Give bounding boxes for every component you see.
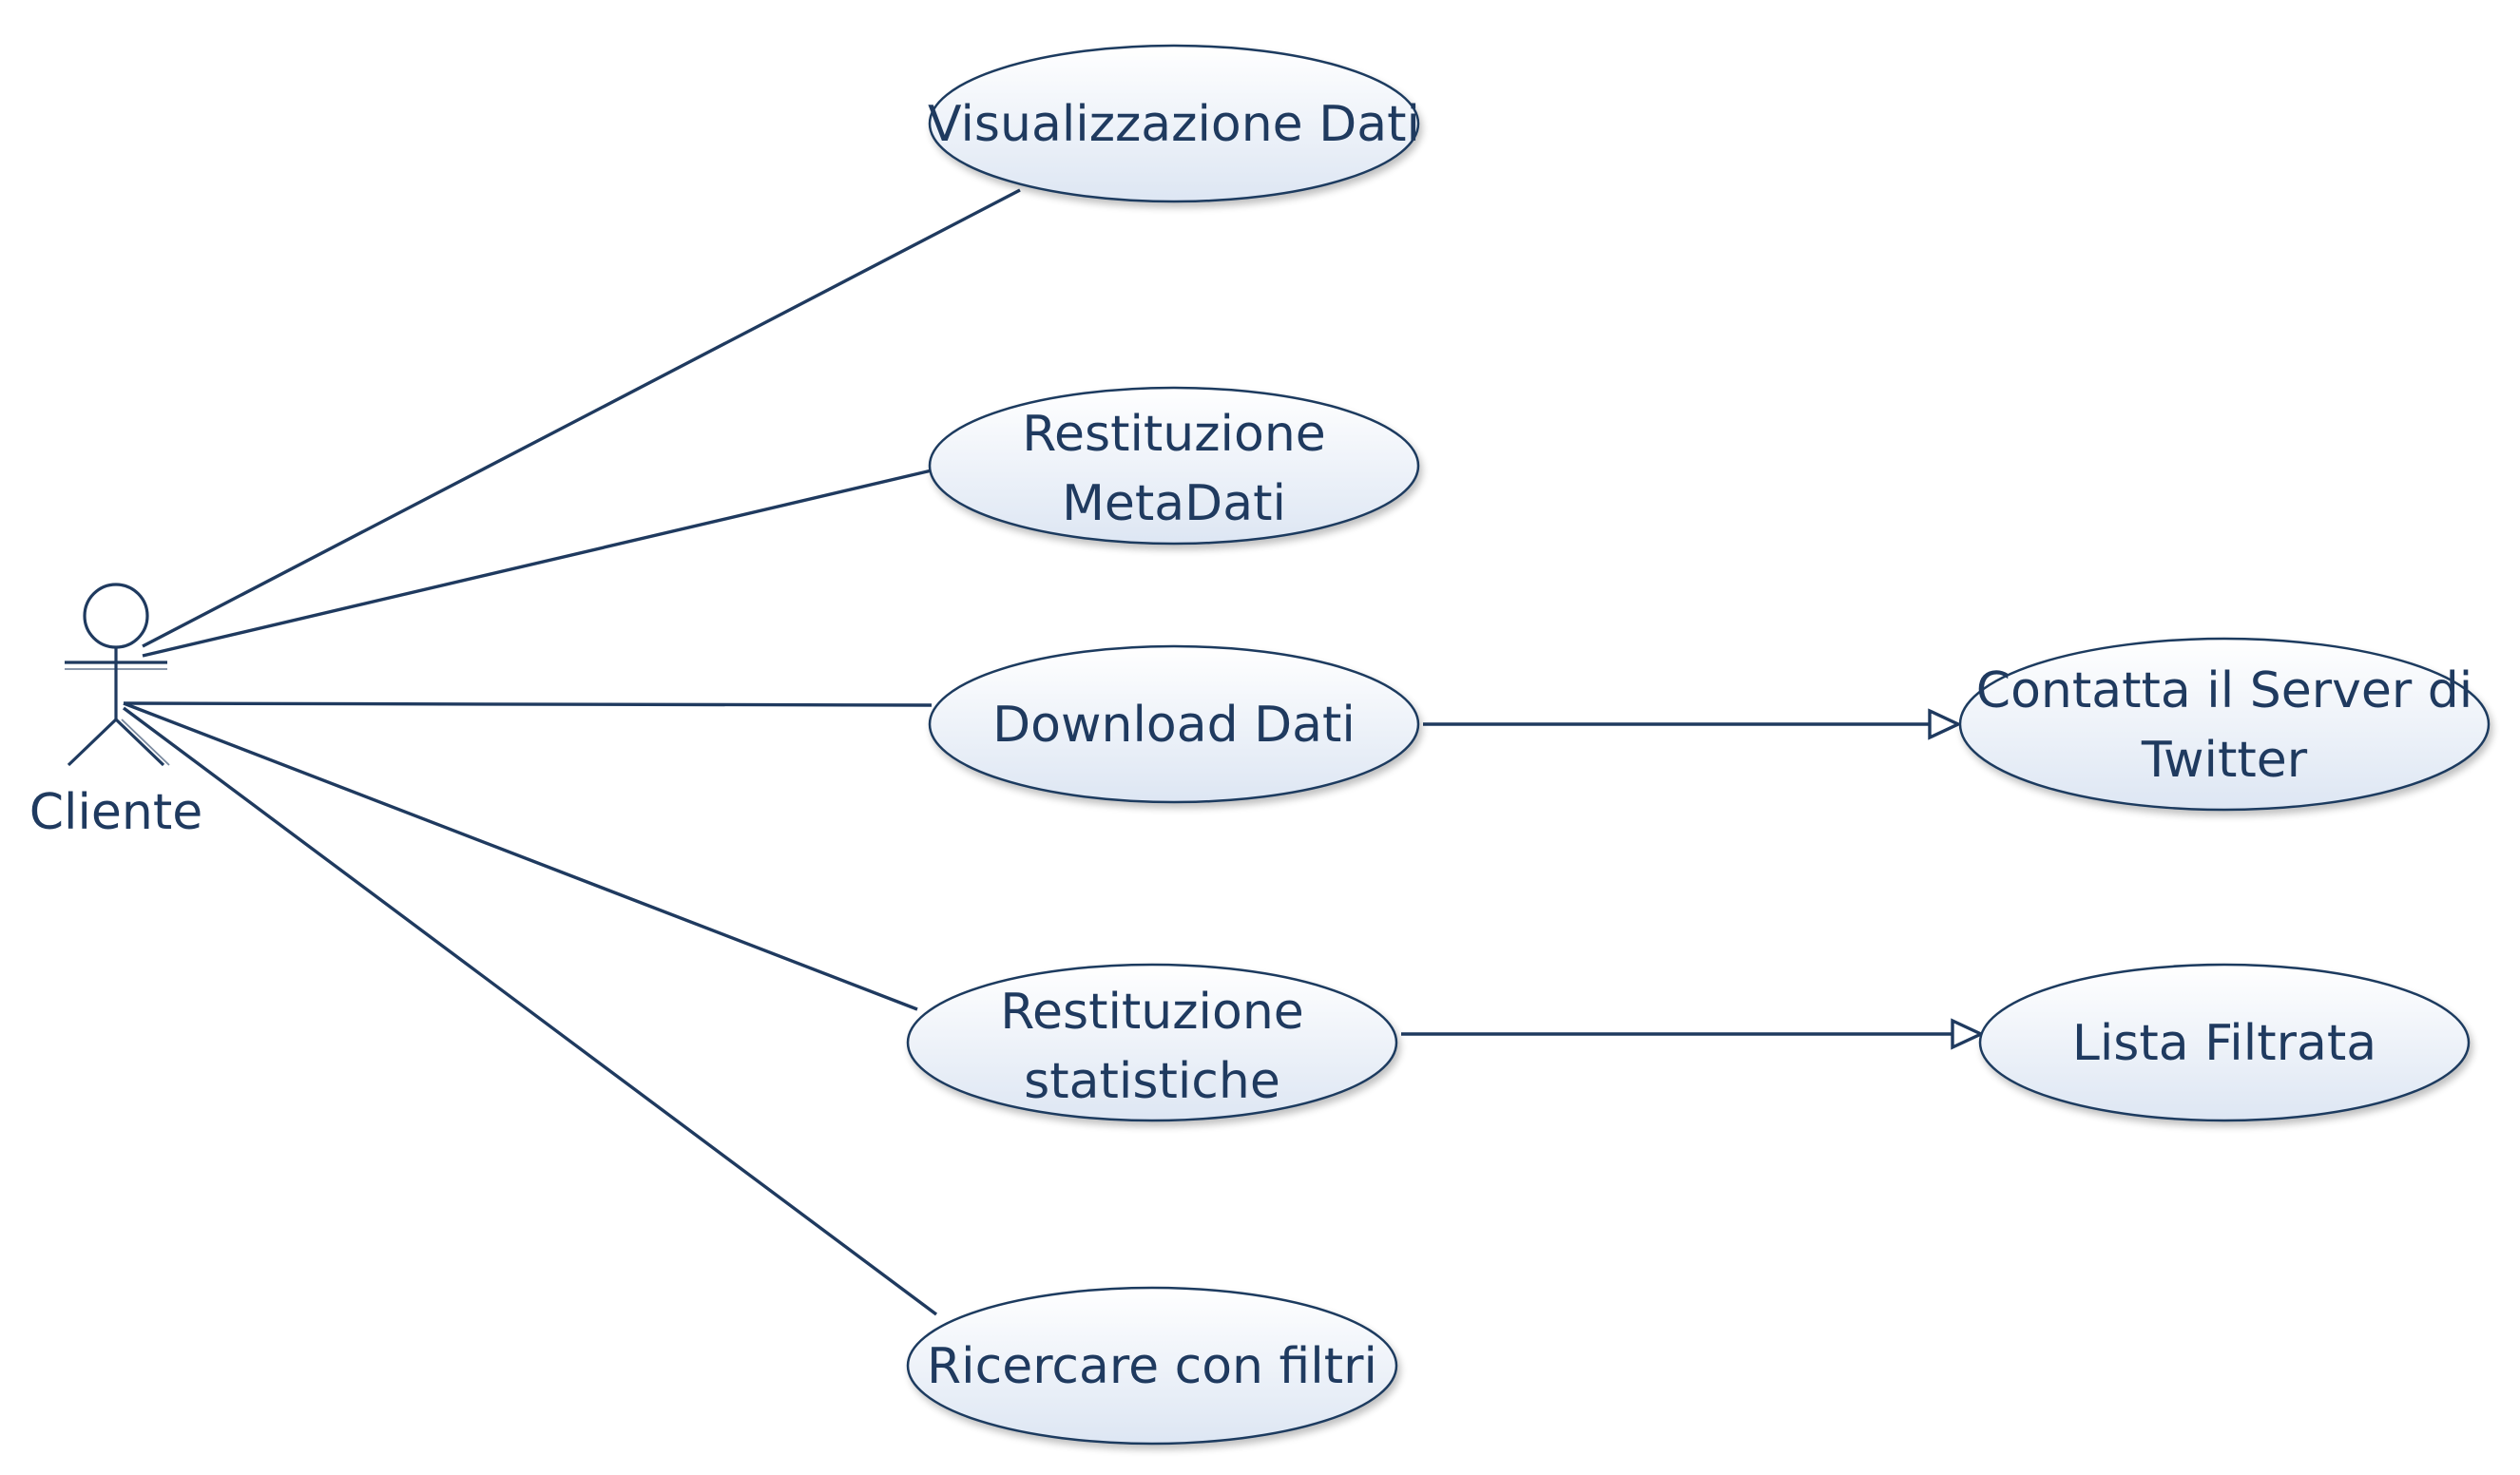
association-ricercare <box>122 706 938 1316</box>
generalization-statistiche-lista-arrowhead <box>1951 1018 1986 1050</box>
use-case-metadati: Restituzione MetaDati <box>928 386 1420 546</box>
stick-figure-icon <box>65 583 170 767</box>
actor-label: Cliente <box>29 784 203 841</box>
use-case-ellipse <box>906 1286 1398 1446</box>
use-case-download: Download Dati <box>928 644 1420 804</box>
use-case-ellipse <box>928 44 1420 203</box>
use-case-ellipse <box>928 644 1420 804</box>
use-case-ellipse <box>906 963 1398 1122</box>
use-case-label: Download Dati <box>992 697 1356 754</box>
actor-cliente: Cliente <box>29 583 203 841</box>
actor-left-leg <box>67 718 118 767</box>
use-case-label-line1: Restituzione <box>1000 984 1304 1041</box>
association-visualizzazione <box>142 188 1021 648</box>
use-case-ellipse <box>1958 637 2491 812</box>
use-case-label-line2: Twitter <box>2141 732 2308 789</box>
associations <box>122 188 1021 1316</box>
use-case-label-line1: Contatta il Server di <box>1976 662 2472 719</box>
use-case-statistiche: Restituzione statistiche <box>906 963 1398 1122</box>
use-case-label-line2: MetaDati <box>1062 475 1286 532</box>
association-metadati <box>142 469 933 658</box>
use-case-label: Visualizzazione Dati <box>928 96 1420 153</box>
generalizations <box>1401 708 1986 1050</box>
generalization-download-contatta-arrowhead <box>1928 708 1963 740</box>
use-case-visualizzazione: Visualizzazione Dati <box>928 44 1420 203</box>
use-case-ellipse <box>928 386 1420 546</box>
use-case-contatta: Contatta il Server di Twitter <box>1958 637 2491 812</box>
use-case-ellipse <box>1978 963 2471 1122</box>
actor-right-leg-shadow <box>121 718 170 766</box>
association-statistiche <box>123 701 918 1011</box>
use-case-lista: Lista Filtrata <box>1978 963 2471 1122</box>
use-case-label: Ricercare con filtri <box>927 1338 1377 1395</box>
use-case-label-line2: statistiche <box>1024 1053 1280 1110</box>
association-download <box>123 701 933 707</box>
actor-head <box>83 583 149 649</box>
use-case-label-line1: Restituzione <box>1022 406 1326 463</box>
use-case-label: Lista Filtrata <box>2072 1015 2376 1072</box>
use-case-ricercare: Ricercare con filtri <box>906 1286 1398 1446</box>
actor-right-leg <box>114 718 165 767</box>
